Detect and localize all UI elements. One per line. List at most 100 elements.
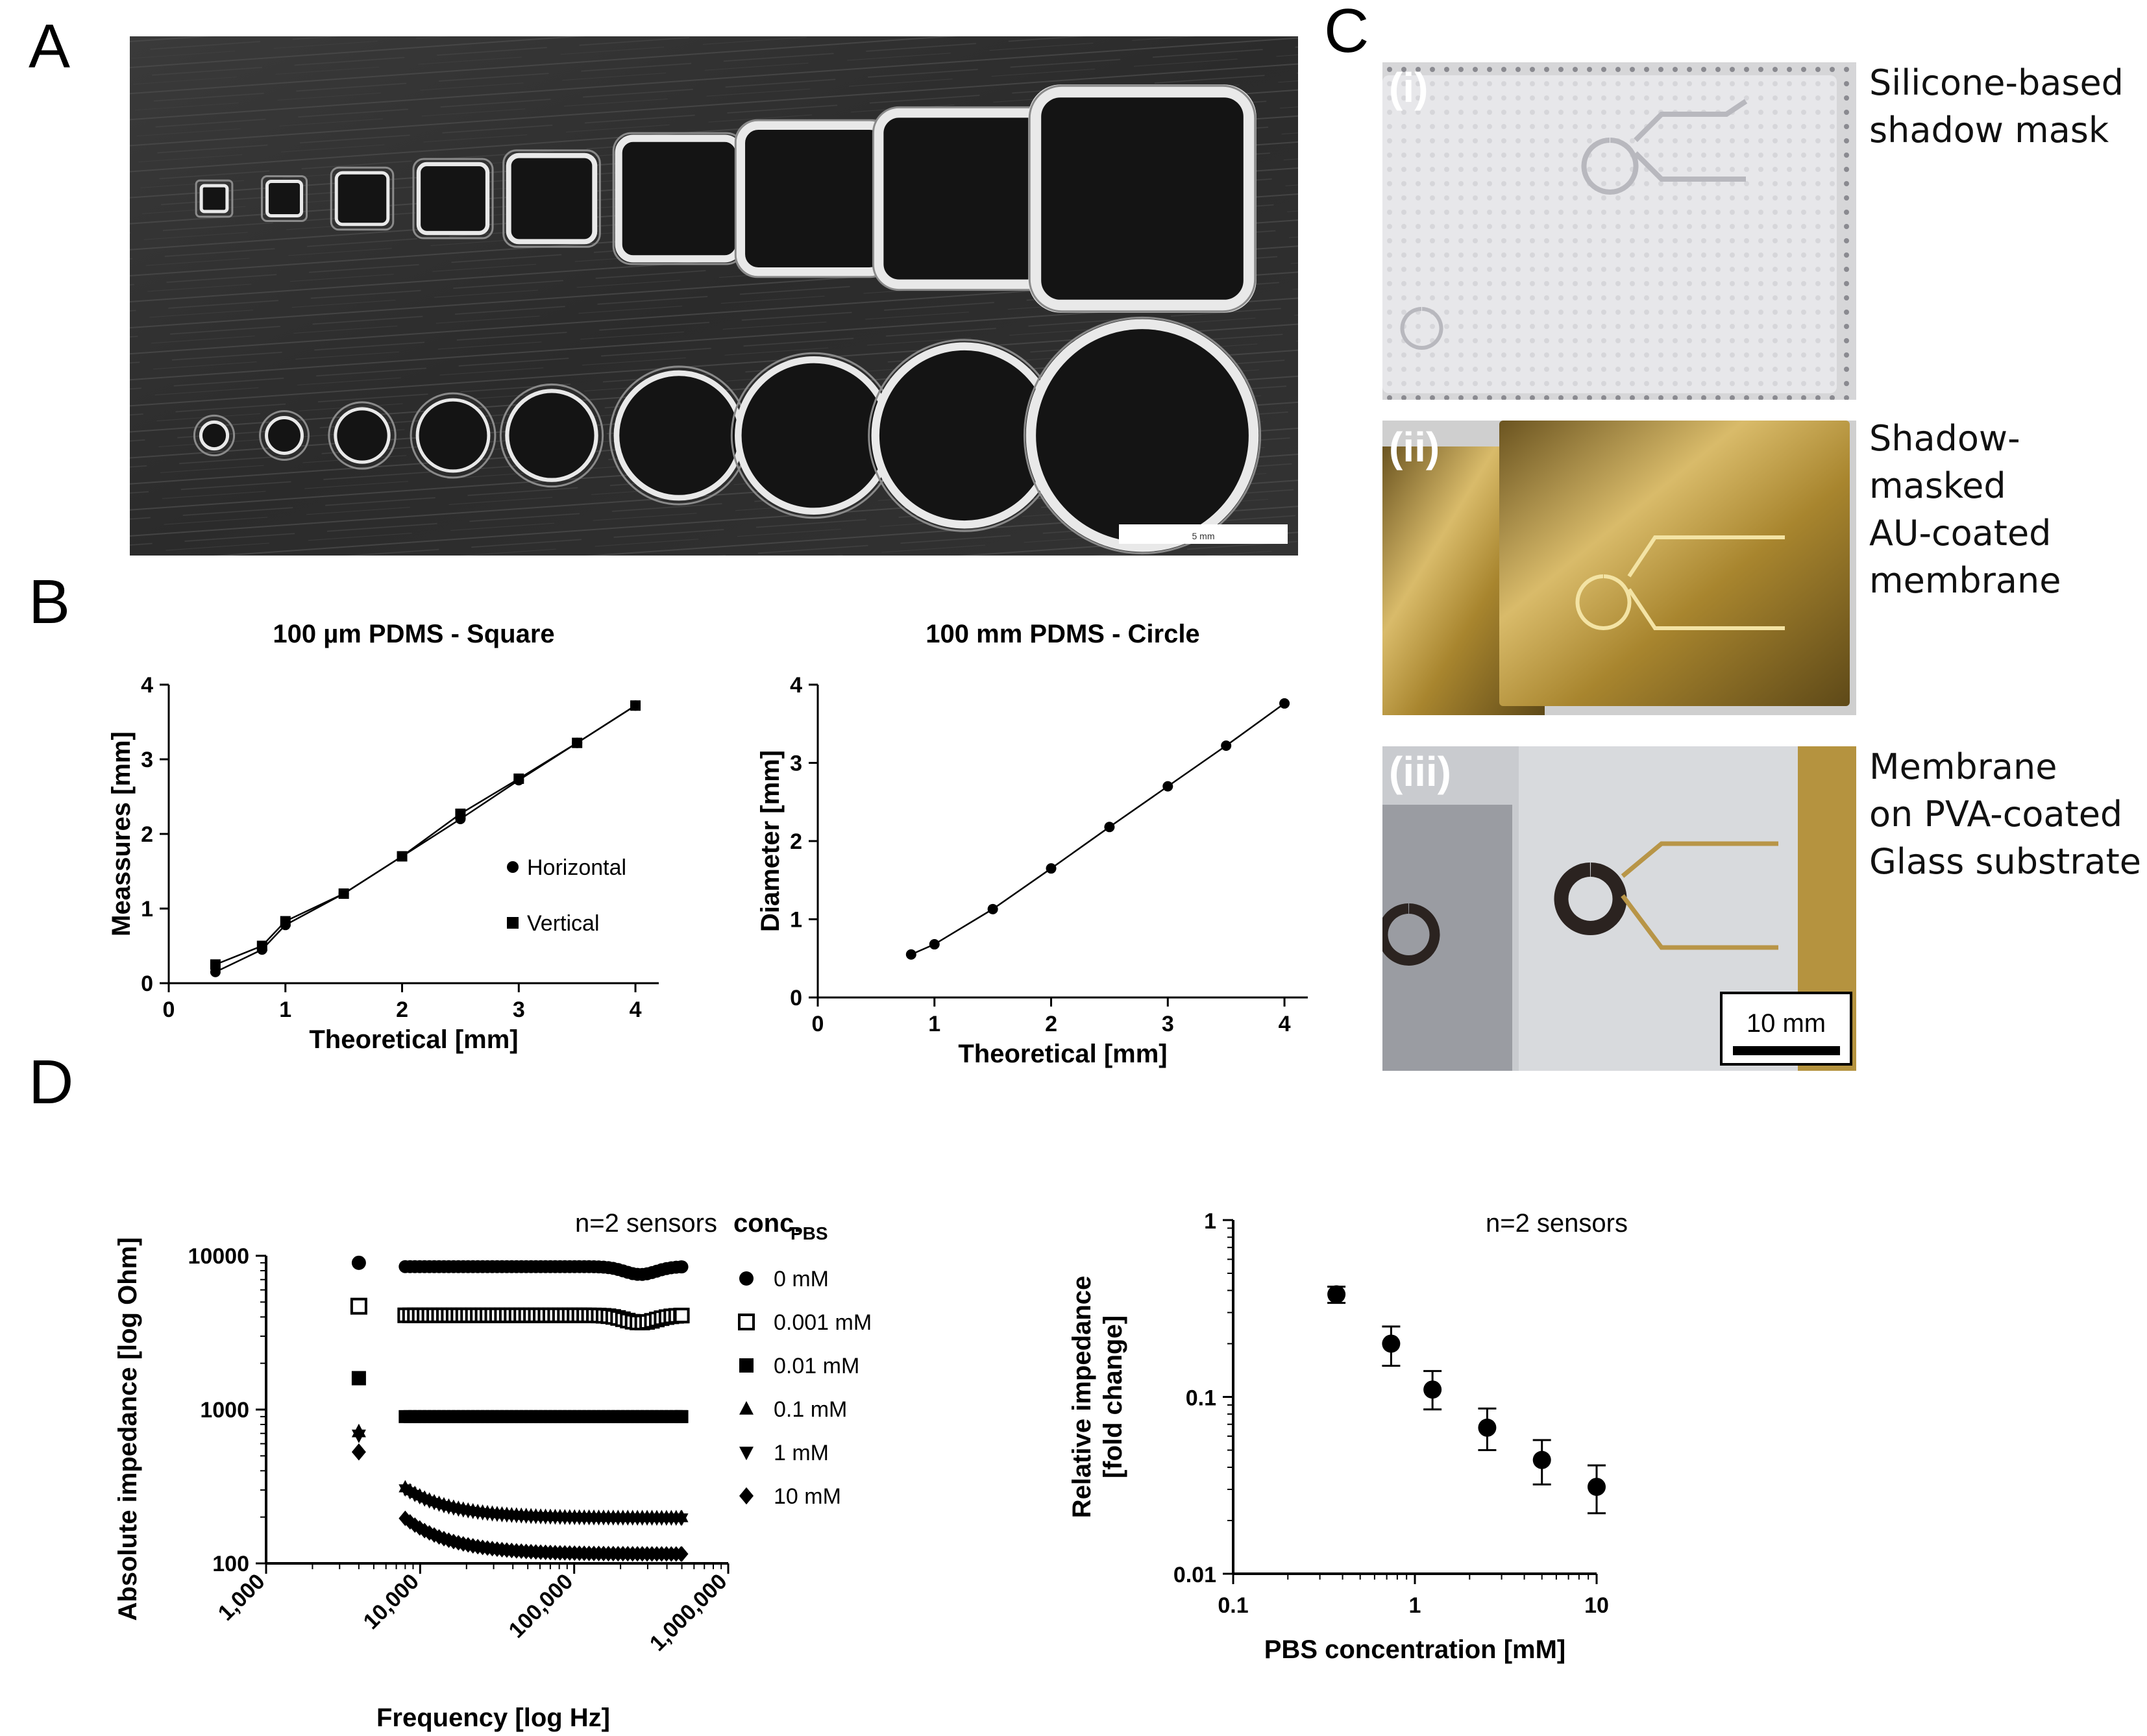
legend-marker (507, 861, 519, 873)
sem-circle-feature (735, 356, 893, 515)
x-tick-label: 1,000,000 (645, 1569, 732, 1656)
y-axis-label-line-2: [fold change] (1099, 1315, 1127, 1478)
data-point (675, 1260, 689, 1274)
y-axis-label: Diameter [mm] (756, 750, 785, 932)
data-point (210, 959, 221, 970)
x-tick-label: 1 (279, 997, 291, 1022)
panel-letter-c: C (1324, 0, 1369, 66)
legend-marker-group (739, 1271, 754, 1286)
sem-scale-bar (1119, 524, 1288, 544)
sem-circle-feature (199, 420, 230, 451)
y-tick-label: 1 (1204, 1209, 1216, 1234)
data-point (1046, 863, 1057, 874)
data-point (338, 888, 349, 899)
legend-marker (739, 1400, 754, 1415)
legend-marker (739, 1271, 754, 1286)
x-tick-label: 1,000 (214, 1569, 270, 1626)
series-line (911, 702, 1285, 955)
data-point (513, 773, 524, 784)
x-axis-label: Theoretical [mm] (958, 1040, 1167, 1068)
series-markers (351, 1443, 689, 1562)
data-point (351, 1429, 366, 1443)
data-point (397, 851, 408, 862)
chart-title: 100 mm PDMS - Circle (926, 620, 1199, 648)
data-point (408, 1517, 422, 1533)
data-point (675, 1513, 689, 1526)
data-point (351, 1443, 366, 1461)
data-point (351, 1371, 366, 1386)
photo-label-iii-line-1: Membrane (1869, 746, 2057, 787)
series-markers (351, 1423, 689, 1522)
data-point (987, 903, 998, 914)
y-tick-label: 0.01 (1173, 1563, 1216, 1587)
data-point (1478, 1418, 1497, 1437)
sem-square-feature (506, 153, 598, 245)
y-tick-label: 3 (141, 748, 153, 772)
x-tick-label: 0.1 (1218, 1593, 1248, 1618)
x-tick-label: 3 (513, 997, 525, 1022)
photo-label-ii-line-1: Shadow-masked (1869, 418, 2020, 506)
sem-square-feature (416, 162, 490, 236)
photo-label-ii-line-2: AU-coated (1869, 512, 2052, 554)
chart-title: 100 µm PDMS - Square (273, 620, 554, 648)
panel-letter-d: D (29, 1047, 74, 1117)
series-markers (351, 1371, 689, 1423)
x-tick-label: 2 (1045, 1012, 1057, 1036)
sem-square-feature (199, 184, 229, 214)
legend-label: 0.01 mM (774, 1354, 859, 1378)
legend-title-subscript: PBS (791, 1223, 828, 1243)
data-point (455, 808, 466, 819)
data-point (1382, 1334, 1401, 1353)
sem-square-halo (330, 166, 395, 231)
sem-square-halo (1028, 84, 1257, 313)
x-tick-label: 0 (163, 997, 175, 1022)
sem-square-feature (736, 121, 892, 276)
sem-circle-feature (1025, 319, 1259, 552)
legend-marker (739, 1487, 754, 1505)
photo-tag-i: (i) (1389, 64, 1429, 111)
sem-circle-halo (259, 410, 310, 461)
data-point (630, 700, 641, 711)
data-point (674, 1308, 690, 1324)
data-point (1279, 698, 1290, 709)
photo-label-ii-line-3: membrane (1869, 559, 2061, 601)
photo-label-iii: Membrane on PVA-coated Glass substrate (1869, 744, 2141, 886)
sem-circle-row (193, 316, 1262, 555)
legend-label: 0.001 mM (774, 1310, 872, 1335)
data-point (399, 1510, 412, 1526)
x-tick-label: 0 (812, 1012, 824, 1036)
x-tick-label: 1 (928, 1012, 940, 1036)
y-axis-label: Absolute impedance [log Ohm] (114, 1237, 142, 1620)
data-point (572, 737, 583, 748)
x-tick-label: 10 (1584, 1593, 1609, 1618)
x-axis-label: PBS concentration [mM] (1264, 1635, 1565, 1664)
legend-label: 1 mM (774, 1441, 829, 1465)
sem-micrograph: 5 mm (130, 36, 1298, 556)
photo-shadow-mask (1382, 62, 1856, 400)
sem-circle-feature (334, 407, 391, 464)
photo-scale-label: 10 mm (1747, 1009, 1826, 1038)
sem-square-halo (412, 158, 494, 239)
legend-label: 10 mM (774, 1484, 841, 1509)
legend-marker (507, 917, 519, 929)
x-tick-label: 100,000 (504, 1569, 578, 1643)
y-tick-label: 1 (141, 897, 153, 922)
y-tick-label: 0 (141, 972, 153, 996)
sem-circle-halo (410, 392, 497, 479)
x-axis-label: Theoretical [mm] (309, 1025, 518, 1054)
y-axis-label-line-1: Relative impedance (1068, 1276, 1096, 1519)
series-markers (210, 700, 641, 970)
data-point (350, 1297, 367, 1315)
x-axis-label: Frequency [log Hz] (376, 1704, 610, 1732)
sem-circle-feature (415, 398, 491, 473)
y-tick-label: 1000 (200, 1398, 249, 1423)
legend-marker (739, 1447, 754, 1461)
legend-marker-group (739, 1487, 754, 1505)
data-point (1162, 781, 1173, 792)
y-tick-label: 2 (790, 829, 802, 854)
series-markers (351, 1429, 689, 1526)
data-point (1221, 740, 1232, 751)
